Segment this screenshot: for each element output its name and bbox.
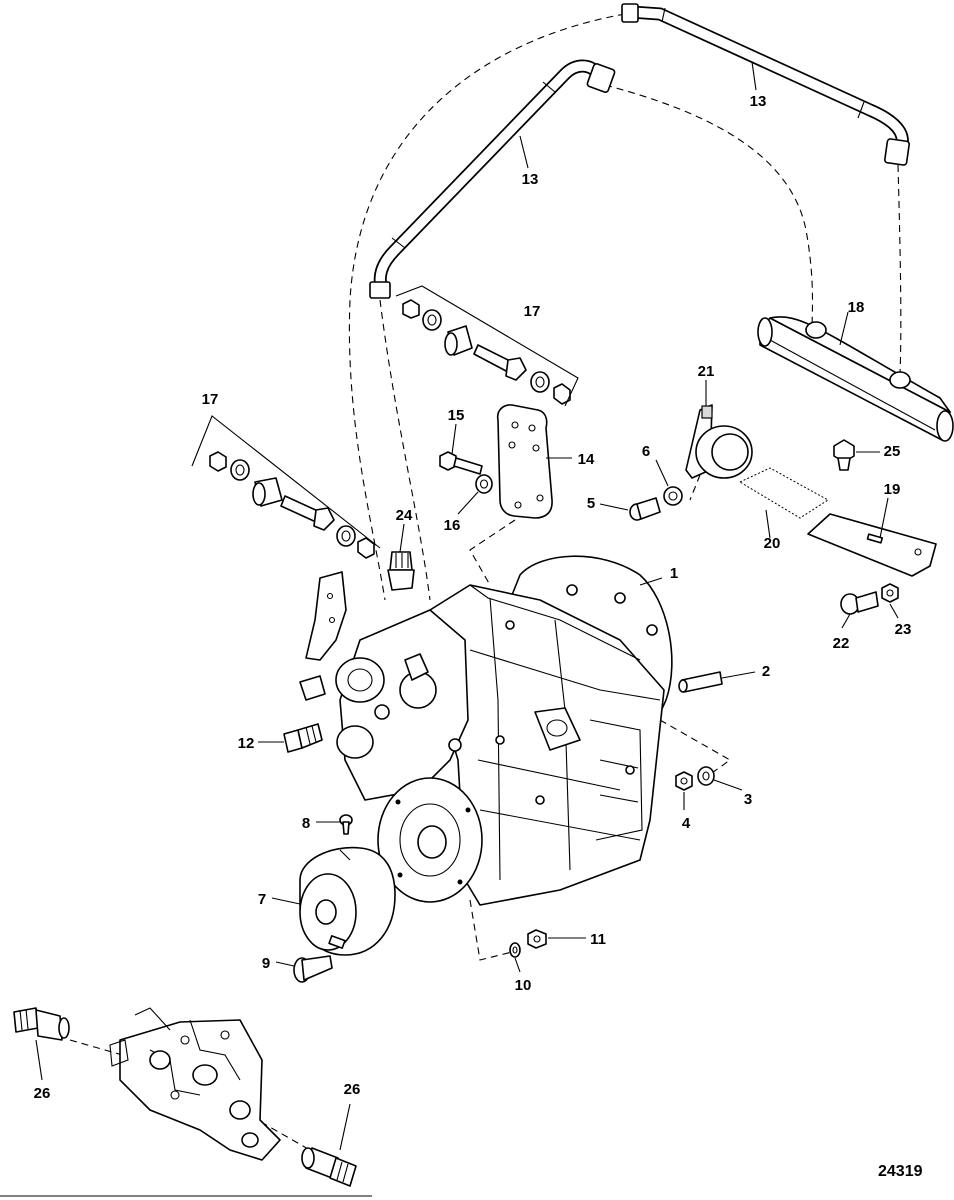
callout-17-left: 17: [202, 391, 219, 408]
oil-cooler: [757, 316, 954, 442]
bolt-5: [629, 497, 661, 521]
nut-4: [675, 771, 693, 791]
callout-25: 25: [884, 443, 901, 460]
strap-19: [807, 513, 937, 577]
lower-valve-assembly: [109, 1007, 281, 1161]
callout-1: 1: [670, 565, 678, 582]
callout-18: 18: [848, 299, 865, 316]
callout-26-right: 26: [344, 1081, 361, 1098]
callouts: 1 2 3 4 5 6 7 8 9 10 11 12 13 13 14 15 1…: [34, 93, 912, 1102]
valve-body: [299, 571, 469, 801]
callout-26-left: 26: [34, 1085, 51, 1102]
callout-4: 4: [682, 815, 691, 832]
washer-3: [697, 766, 715, 786]
sender-12: [283, 723, 323, 753]
washer-16: [475, 474, 493, 494]
callout-11: 11: [590, 931, 606, 948]
oil-cooler-hose-upper: [621, 3, 910, 166]
oil-cooler-hose-lower: [369, 59, 616, 299]
callout-12: 12: [238, 735, 255, 752]
fitting-25: [833, 439, 855, 471]
callout-24: 24: [396, 507, 413, 524]
bracket-plate: [496, 404, 553, 519]
washer-6: [663, 486, 683, 506]
clamp-21: [685, 404, 753, 479]
solenoid-26-right: [301, 1147, 357, 1187]
transmission-housing: [429, 555, 673, 906]
coupling-7: [299, 846, 396, 956]
callout-6: 6: [642, 443, 650, 460]
callout-14: 14: [578, 451, 595, 468]
figure-number: 24319: [878, 1163, 923, 1180]
dowel-pin-2: [678, 671, 723, 693]
callout-13-upper: 13: [750, 93, 767, 110]
bolt-8: [339, 814, 353, 835]
callout-17-upper: 17: [524, 303, 541, 320]
callout-5: 5: [587, 495, 595, 512]
nut-11: [527, 929, 547, 949]
bolt-15: [439, 451, 483, 475]
callout-15: 15: [448, 407, 465, 424]
callout-7: 7: [258, 891, 266, 908]
callout-10: 10: [515, 977, 532, 994]
callout-8: 8: [302, 815, 310, 832]
nut-23: [881, 583, 899, 603]
pad-20: [738, 467, 829, 519]
callout-16: 16: [444, 517, 461, 534]
callout-20: 20: [764, 535, 781, 552]
fitting-kit-upper: [395, 285, 579, 407]
output-flange: [377, 777, 483, 903]
callout-2: 2: [762, 663, 770, 680]
sensor-24: [387, 551, 415, 591]
callout-23: 23: [895, 621, 912, 638]
washer-10: [509, 942, 521, 958]
bolt-22: [840, 591, 879, 615]
bolt-9: [293, 955, 333, 983]
fitting-kit-left: [191, 415, 381, 559]
callout-13-lower: 13: [522, 171, 539, 188]
solenoid-26-left: [13, 1007, 70, 1041]
leader-lines: [35, 61, 899, 1151]
callout-19: 19: [884, 481, 901, 498]
callout-22: 22: [833, 635, 850, 652]
callout-9: 9: [262, 955, 270, 972]
routing-lines: [69, 13, 902, 1151]
callout-3: 3: [744, 791, 752, 808]
callout-21: 21: [698, 363, 715, 380]
